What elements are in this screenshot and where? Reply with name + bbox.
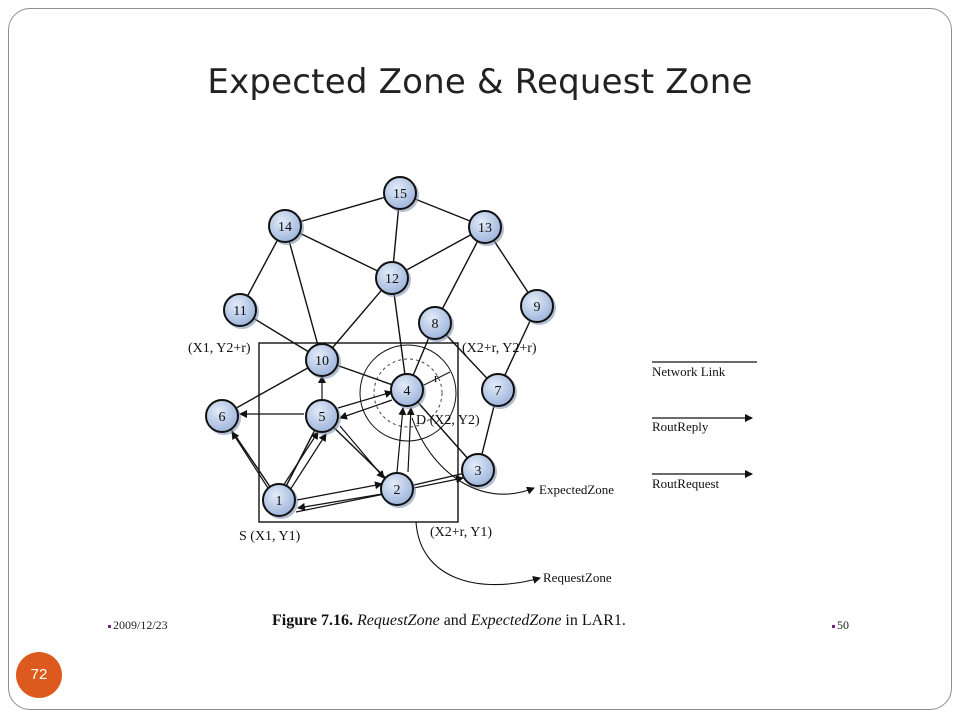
route-arrows [231, 375, 464, 513]
svg-text:8: 8 [432, 317, 439, 332]
bullet-icon [832, 624, 835, 628]
svg-text:5: 5 [319, 410, 326, 425]
node-15: 15 [383, 176, 419, 212]
svg-text:1: 1 [276, 494, 283, 509]
slide-title: Expected Zone & Request Zone [207, 62, 753, 102]
bullet-icon [108, 624, 111, 628]
svg-text:10: 10 [315, 354, 329, 369]
svg-text:12: 12 [385, 272, 399, 287]
node-3: 3 [461, 453, 497, 489]
caption-prefix: Figure 7.16. [272, 612, 354, 629]
footer-page-text: 50 [837, 618, 849, 632]
svg-text:2: 2 [394, 483, 401, 498]
caption-suffix: in LAR1. [561, 612, 626, 629]
node-10: 10 [305, 343, 341, 379]
legend: Network Link RoutReply RoutRequest [652, 361, 757, 491]
svg-text:9: 9 [534, 300, 541, 315]
node-7: 7 [481, 373, 517, 409]
page-number-badge: 72 [16, 652, 62, 698]
label-top-left: (X1, Y2+r) [188, 341, 251, 356]
request-zone-rectangle [258, 342, 459, 523]
caption-mid: and [439, 612, 471, 629]
node-6: 6 [205, 399, 241, 435]
label-bottom-right: (X2+r, Y1) [430, 525, 492, 540]
legend-network-link: Network Link [652, 364, 726, 379]
expected-zone-callout [411, 417, 535, 495]
node-2: 2 [380, 472, 416, 508]
footer-page: 50 [832, 618, 849, 633]
footer-date: 2009/12/23 [108, 618, 168, 633]
caption-term-expected: ExpectedZone [470, 612, 562, 629]
node-9: 9 [520, 289, 556, 325]
label-top-right: (X2+r, Y2+r) [462, 341, 537, 356]
node-12: 12 [375, 261, 411, 297]
svg-text:6: 6 [219, 410, 226, 425]
node-1: 1 [262, 483, 298, 519]
label-bottom-left: S (X1, Y1) [239, 529, 301, 544]
node-4: 4 [390, 373, 426, 409]
label-radius: r [434, 370, 439, 385]
label-expected-zone: ExpectedZone [539, 482, 614, 497]
legend-rout-request: RoutRequest [652, 476, 720, 491]
node-13: 13 [468, 210, 504, 246]
node-11: 11 [223, 293, 259, 329]
legend-rout-reply: RoutReply [652, 419, 709, 434]
node-8: 8 [418, 306, 454, 342]
svg-text:11: 11 [233, 304, 246, 319]
svg-text:14: 14 [278, 220, 292, 235]
label-request-zone: RequestZone [543, 570, 612, 585]
figure-caption: Figure 7.16. RequestZone and ExpectedZon… [272, 612, 626, 630]
svg-text:4: 4 [404, 384, 411, 399]
expected-zone-circle [359, 344, 457, 442]
slide-frame [8, 8, 952, 710]
footer-date-text: 2009/12/23 [113, 618, 168, 632]
label-destination: D (X2, Y2) [416, 413, 480, 428]
node-5: 5 [305, 399, 341, 435]
svg-text:3: 3 [475, 464, 482, 479]
request-zone-callout [415, 521, 541, 586]
caption-term-request: RequestZone [357, 612, 440, 629]
svg-text:7: 7 [495, 384, 502, 399]
svg-text:13: 13 [478, 221, 492, 236]
expected-zone-inner-dashed [373, 358, 443, 428]
svg-text:15: 15 [393, 187, 407, 202]
node-14: 14 [268, 209, 304, 245]
